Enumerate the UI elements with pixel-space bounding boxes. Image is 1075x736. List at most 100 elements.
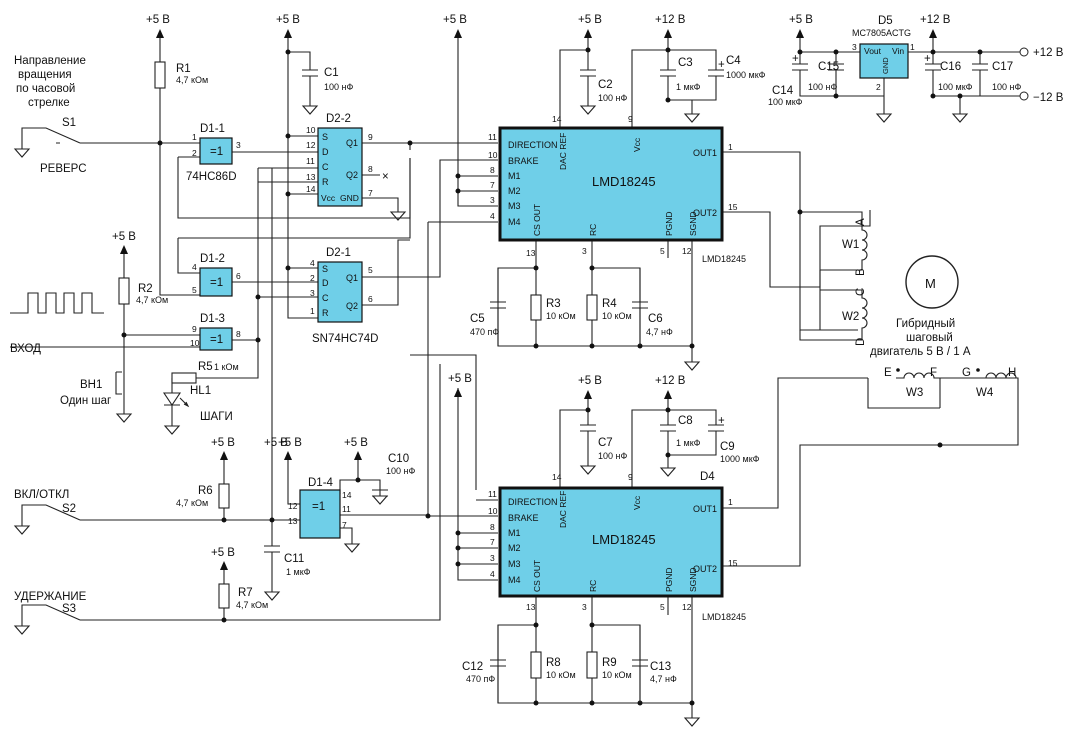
- r7-ref: R7: [238, 587, 253, 599]
- r1-value: 4,7 кОм: [176, 75, 208, 85]
- d5-n3: 3: [852, 42, 857, 52]
- supply-r1-label: +5 В: [146, 14, 170, 26]
- c9-ref: C9: [720, 441, 735, 453]
- d2-1-n4: 4: [310, 258, 315, 268]
- d3-pin-m2: M2: [508, 186, 521, 196]
- d1-3-pin10: 10: [190, 338, 200, 348]
- supply-12v-d4-label: +12 В: [655, 375, 686, 387]
- motor-symbol: M: [925, 276, 936, 291]
- d1-4-symbol: =1: [312, 501, 325, 513]
- d4-pin-out2: OUT2: [693, 564, 717, 574]
- switch-s1[interactable]: Направление вращения по часовой стрелке …: [14, 55, 87, 175]
- c2-ref: C2: [598, 79, 613, 91]
- d1-1-pin1: 1: [192, 132, 197, 142]
- d2-2-n14: 14: [306, 184, 316, 194]
- d4-pin-sgnd: SGND: [688, 567, 698, 592]
- s1-label-line3: по часовой: [16, 83, 75, 95]
- w2-c: C: [855, 288, 867, 296]
- c16-ref: C16: [940, 61, 961, 73]
- c8-ref: C8: [678, 415, 693, 427]
- d2-1-pin-s: S: [322, 264, 328, 274]
- c6-ref: C6: [648, 313, 663, 325]
- supply-reg-5v-label: +5 В: [789, 14, 813, 26]
- d3-pin-pgnd: PGND: [664, 211, 674, 236]
- c3-value: 1 мкФ: [676, 82, 701, 92]
- resistor-r4: R4 10 кОм: [586, 294, 632, 321]
- supply-mid-label: +5 В: [443, 14, 467, 26]
- d4-n1: 1: [728, 497, 733, 507]
- d3-n12: 12: [682, 246, 692, 256]
- d5-vin: Vin: [892, 46, 904, 56]
- c15-value: 100 нФ: [808, 82, 837, 92]
- switch-s2[interactable]: ВКЛ/ОТКЛ S2: [14, 489, 81, 521]
- resistor-r2: R2 4,7 кОм +5 В: [112, 231, 168, 305]
- d3-pin-rc: RC: [588, 224, 598, 236]
- ground-symbols: [14, 99, 968, 727]
- s2-ref: S2: [62, 503, 76, 515]
- button-bh1[interactable]: BH1 Один шаг: [60, 365, 125, 408]
- c10-ref: C10: [388, 453, 409, 465]
- d2-1-pin-q2: Q2: [346, 301, 358, 311]
- w1-ref: W1: [842, 239, 859, 251]
- d1-2-symbol: =1: [210, 277, 223, 289]
- w2-ref: W2: [842, 311, 859, 323]
- switch-s3[interactable]: УДЕРЖАНИЕ S3: [14, 591, 124, 621]
- d2-1-n6: 6: [368, 294, 373, 304]
- steps-label: ШАГИ: [200, 411, 233, 423]
- flipflop-d2-2: D2-2 S D C R Vcc Q1 Q2 GND 10 12 11 13 1…: [306, 113, 389, 207]
- d3-n4: 4: [490, 211, 495, 221]
- d3-pin-dacref: DAC REF: [558, 133, 568, 170]
- d1-3-pin9: 9: [192, 324, 197, 334]
- r5-ref: R5: [198, 361, 213, 373]
- d4-pin-pgnd: PGND: [664, 567, 674, 592]
- bh1-label: Один шаг: [60, 395, 111, 407]
- d4-pin-vcc: Vcc: [632, 495, 642, 510]
- d1-4-pin11: 11: [342, 504, 351, 514]
- w3-f: F: [930, 367, 937, 379]
- terminal-m12-label: −12 В: [1033, 92, 1064, 104]
- stepper-motor: M Гибридный шаговый двигатель 5 В / 1 А: [870, 255, 971, 358]
- c6-value: 4,7 нФ: [646, 327, 673, 337]
- w3-ref: W3: [906, 387, 923, 399]
- d2-1-pin-c: C: [322, 293, 329, 303]
- d1-3-ref: D1-3: [200, 313, 225, 325]
- c15-ref: C15: [818, 61, 839, 73]
- c12-value: 470 пФ: [466, 674, 495, 684]
- c17-ref: C17: [992, 61, 1013, 73]
- c13-value: 4,7 нФ: [650, 674, 677, 684]
- c4-value: 1000 мкФ: [726, 70, 766, 80]
- s2-label: ВКЛ/ОТКЛ: [14, 489, 69, 501]
- d3-part-label: LMD18245: [702, 254, 746, 264]
- winding-w3: E F W3: [884, 367, 940, 399]
- c14-value: 100 мкФ: [768, 97, 803, 107]
- d1-2-pin5: 5: [192, 285, 197, 295]
- d4-n12: 12: [682, 602, 692, 612]
- capacitor-labels: C1 100 нФ C2 100 нФ C3 1 мкФ C4 1000 мкФ…: [284, 53, 1021, 684]
- s1-label-line2: вращения: [18, 69, 72, 81]
- d3-n5: 5: [660, 246, 665, 256]
- d1-part-label: 74HC86D: [186, 171, 237, 183]
- driver-d3: LMD18245 DIRECTION BRAKE M1 M2 M3 M4 OUT…: [488, 114, 746, 264]
- d1-4-pin14: 14: [342, 490, 352, 500]
- power-terminals: +12 В −12 В: [1019, 47, 1064, 104]
- d3-n9: 9: [628, 114, 633, 124]
- d4-n14: 14: [552, 472, 562, 482]
- xor-d1-4: =1 D1-4 12 13 14 11 7 +5 В +5 В +5 В: [278, 437, 368, 539]
- c13-ref: C13: [650, 661, 671, 673]
- d2-2-n12: 12: [306, 140, 316, 150]
- d2-2-n13: 13: [306, 172, 316, 182]
- d2-2-n11: 11: [306, 156, 315, 166]
- supply-12v-d3-label: +12 В: [655, 14, 686, 26]
- d1-2-ref: D1-2: [200, 253, 225, 265]
- c5-ref: C5: [470, 313, 485, 325]
- xor-d1-1: =1 D1-1 74HC86D 1 2 3: [186, 123, 241, 183]
- d5-vout: Vout: [864, 46, 882, 56]
- d3-pin-direction: DIRECTION: [508, 140, 558, 150]
- d2-2-pin-s: S: [322, 132, 328, 142]
- c2-value: 100 нФ: [598, 93, 627, 103]
- d5-n2: 2: [876, 82, 881, 92]
- supply-r6-label: +5 В: [211, 437, 235, 449]
- s1-label-line1: Направление: [14, 55, 86, 67]
- w4-g: G: [962, 367, 971, 379]
- s1-ref: S1: [62, 117, 76, 129]
